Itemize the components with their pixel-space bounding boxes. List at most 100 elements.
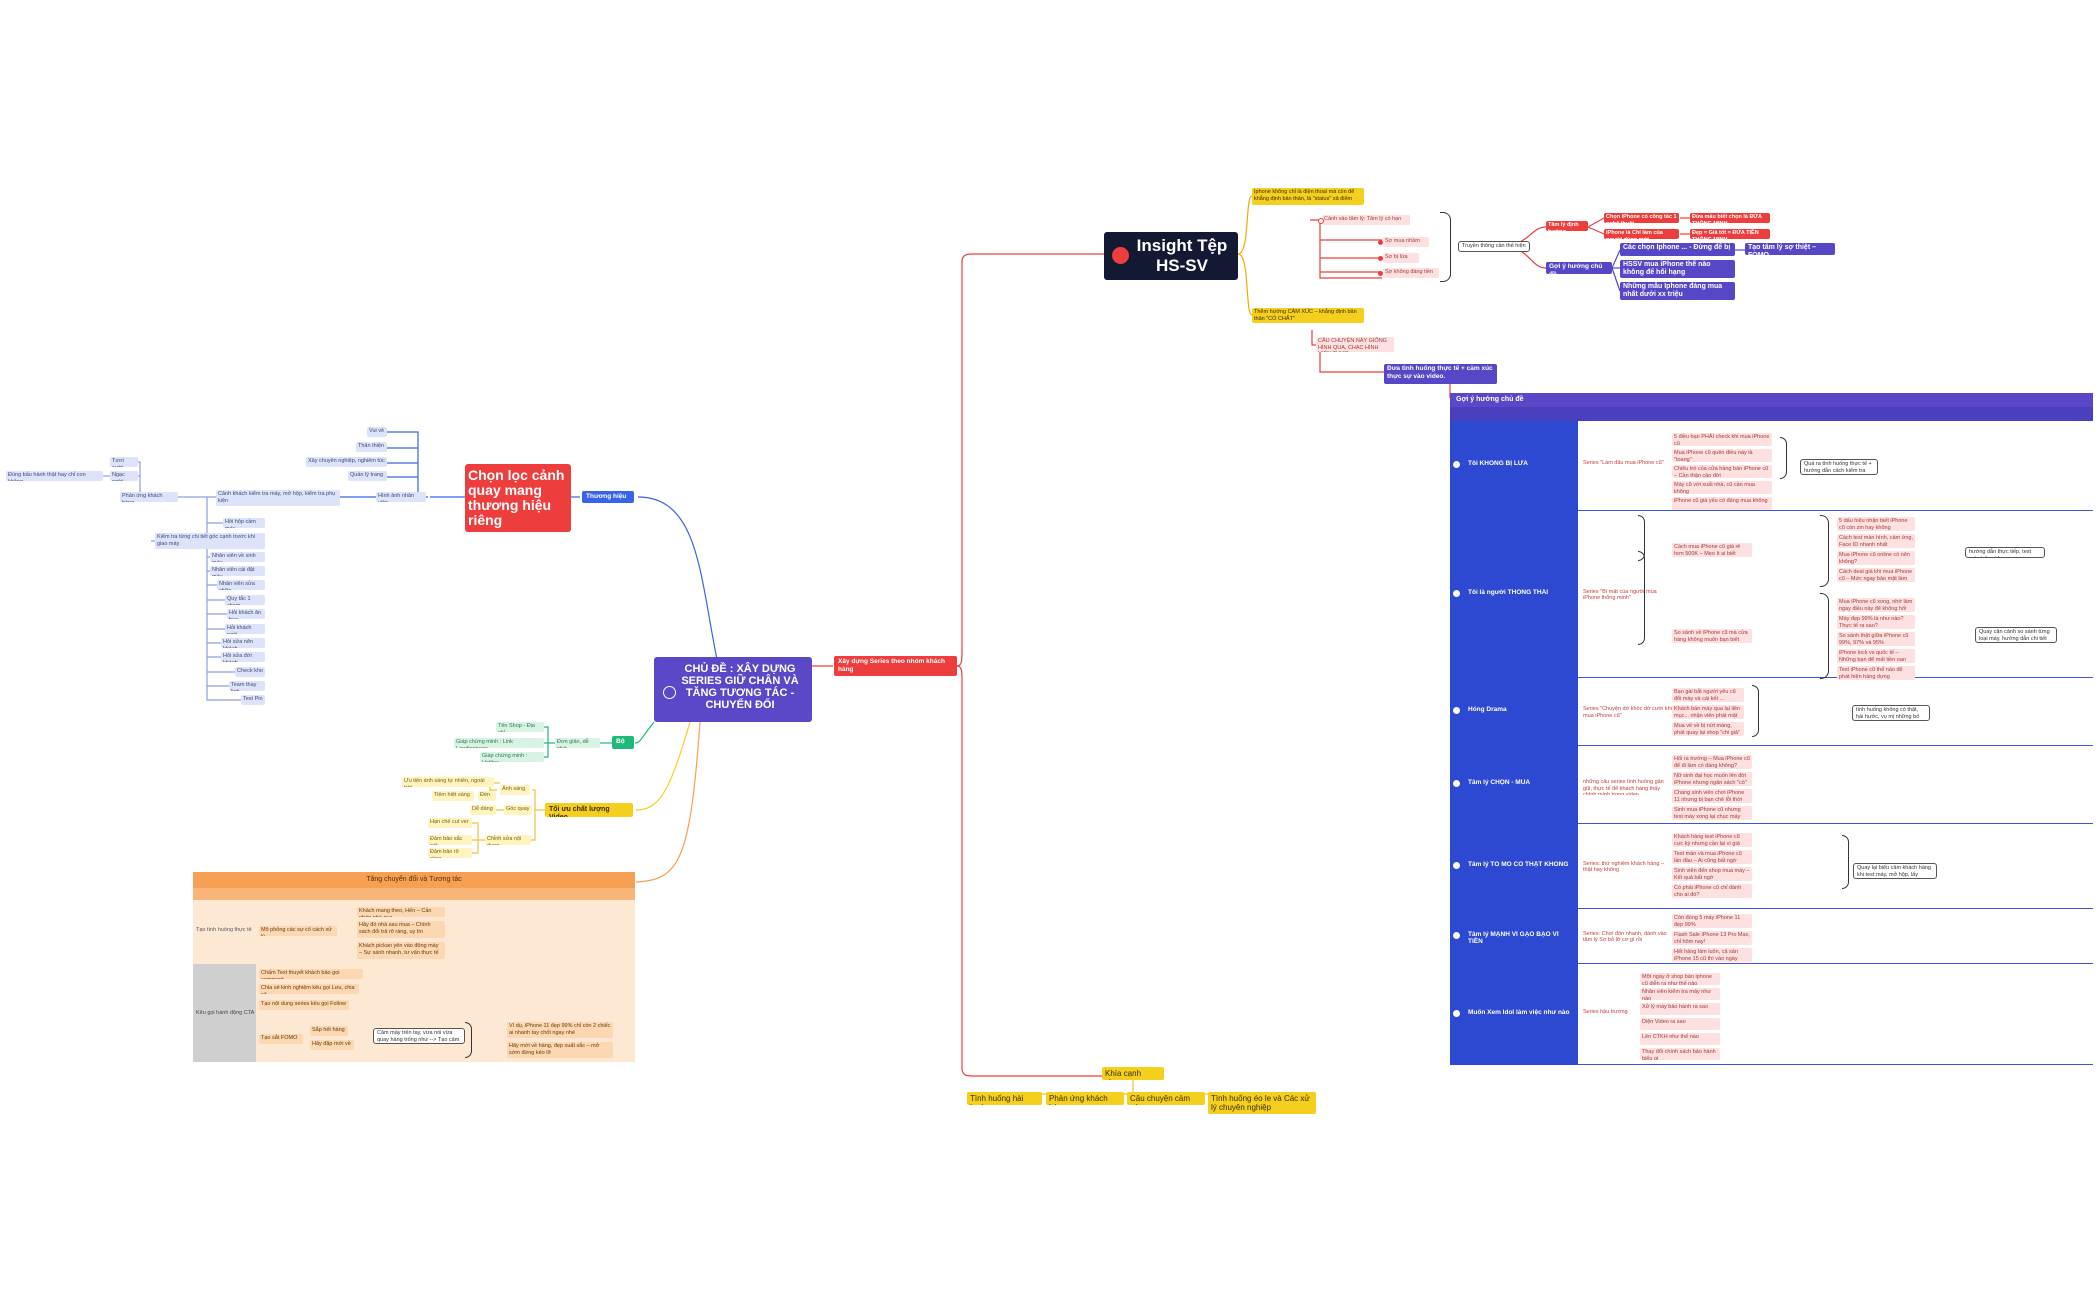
- row-sub: So sánh về iPhone cũ mà cửa hàng không m…: [1672, 629, 1752, 643]
- topic-table: Gợi ý hướng chủ đề Tôi KHÔNG BỊ LỪA Serie…: [1450, 393, 2093, 1065]
- row1-item: Khách mang theo, Hến – Cần pháp nhà gục: [357, 907, 445, 917]
- brand-list-item: Nhân viên sửa chữa: [217, 580, 265, 590]
- row-series: Series: thử nghiệm khách hàng – thật hay…: [1583, 860, 1665, 874]
- row-item: Test màn và mua iPhone cũ lần đầu – Ai c…: [1672, 850, 1752, 864]
- row-item: Chàng sinh viên chơi iPhone 11 nhưng bị …: [1672, 789, 1752, 803]
- row-note: hướng dẫn thực tiếp, test máy trên video: [1965, 547, 2045, 558]
- row-item: Flash Sale iPhone 13 Pro Max, chỉ hôm na…: [1672, 931, 1752, 945]
- fomo-note: Cảm máy trên tay, vừa nói vừa quay hàng …: [373, 1028, 465, 1044]
- row-item: Thay đổi chính sách bảo hành biểu gì: [1640, 1048, 1720, 1060]
- brand-list-item: Hỏi khách ăn bao: [227, 609, 265, 619]
- commons-title[interactable]: Khía cạnh chung: [1102, 1067, 1164, 1080]
- row-item: Một ngày ở shop bán iphone cũ diễn ra nh…: [1640, 973, 1720, 985]
- row-item: Mua iPhone cũ xong, nhớ làm ngay điều nà…: [1837, 598, 1915, 612]
- insight-g2: HSSV mua iPhone thế nào không để hối hạn…: [1620, 260, 1735, 278]
- row-label: Tôi là người THÔNG THÁI: [1468, 588, 1549, 596]
- brand-label[interactable]: Thương hiệu: [582, 491, 634, 503]
- tool-sub: Đơn giản, dễ nhớ: [555, 738, 600, 748]
- insight-c1-item: Sợ bị lừa: [1383, 253, 1419, 263]
- row-item: Hết hàng làm luôn, cả sản iPhone 15 cũ t…: [1672, 948, 1752, 962]
- check-icon: [1453, 861, 1460, 869]
- row-item: Nữ sinh đại học muốn lên đời iPhone nhưn…: [1672, 772, 1752, 786]
- brand-list-item: Nhân viên cài đặt máy: [210, 566, 265, 576]
- insight-r2b: Đẹp = Giá tốt = ĐỨA TIỀN THÔNG MINH: [1690, 229, 1770, 239]
- fomo-ex: Hãy mới về hàng, đẹp xuất sắc – mở sớm đ…: [507, 1042, 613, 1058]
- brace: [1820, 593, 1829, 679]
- goc-item: Đèn: [478, 791, 496, 801]
- central-topic[interactable]: CHỦ ĐỀ : XÂY DỰNG SERIES GIỮ CHÂN VÀ TĂN…: [654, 657, 812, 722]
- video-label[interactable]: Tối ưu chất lượng Video: [545, 803, 633, 817]
- conversion-table: Tăng chuyển đổi và Tương tác Tạo tình hu…: [193, 872, 635, 1062]
- goc-item: Ánh sáng: [500, 785, 530, 795]
- brace: [465, 1022, 472, 1058]
- insight-y1: Iphone không chỉ là điện thoại mà còn để…: [1252, 188, 1364, 205]
- commons-item[interactable]: Tình huống hài hước: [967, 1092, 1042, 1105]
- brand-list-item: Hồi hộp cầm máy: [223, 518, 265, 528]
- row-item: 5 điều bạn PHẢI check khi mua iPhone cũ: [1672, 433, 1772, 446]
- goi-y-huong: Gợi ý hướng chủ đề: [1546, 262, 1612, 274]
- brand-list-item: Kiểm tra từng chi tiết góc cạnh trước kh…: [155, 533, 265, 549]
- row-item: Máy cũ với xuất nhà, cũ cần mua không: [1672, 481, 1772, 494]
- commons-item[interactable]: Tình huống éo le và Các xử lý chuyên ngh…: [1208, 1092, 1316, 1114]
- row1-item: Khách pickan yên vào động máy – Sự sánh …: [357, 942, 445, 959]
- row-item: Diện Video ra sao: [1640, 1018, 1720, 1030]
- brand-item: Xây chuyên nghiệp, nghiêm túc: [306, 457, 387, 467]
- row-note: Quay cận cảnh so sánh từng loại máy, hướ…: [1975, 627, 2057, 643]
- row-label: Tâm lý CHỌN - MUA: [1468, 779, 1531, 786]
- row-label: Hóng Drama: [1468, 706, 1507, 713]
- brand-list-item: Test Pin: [241, 695, 265, 705]
- row-sub: Cách mua iPhone cũ giá rẻ hơn 500K – Mẹo…: [1672, 543, 1752, 557]
- row-item: 5 dấu hiệu nhận biết iPhone cũ còn zin h…: [1837, 517, 1915, 531]
- row-item: Khách bán máy qua lại liên mục... nhận v…: [1672, 705, 1744, 719]
- row2-item: Tạo nội dung series kêu gọi Follow: [259, 1000, 349, 1010]
- row-item: iPhone cũ giá yếu có đáng mua không: [1672, 497, 1772, 510]
- brace: [1752, 685, 1759, 737]
- row2-item: Chấm Text thuyết khách bảo gọi comment: [259, 969, 363, 979]
- table-header: Gợi ý hướng chủ đề: [1450, 393, 2093, 407]
- row-series: những câu series tình huống gần gũi, thự…: [1583, 779, 1664, 795]
- brand-list-item: Team thay linh: [229, 681, 265, 691]
- series-branch[interactable]: Xây dựng Series theo nhóm khách hàng: [834, 656, 957, 676]
- table-header-strip: [1450, 407, 2093, 421]
- circle-icon: [1318, 218, 1324, 224]
- brand-list-item: Quy tắc 1 chạm: [225, 595, 265, 605]
- insight-r1: Chọn iPhone có công tác 1 nghệ thuật: [1604, 213, 1679, 223]
- de-dang: Dễ dàng: [470, 805, 496, 815]
- row2-item: Tạo sắt FOMO: [259, 1034, 303, 1044]
- tam-ly-dinh-huong: Tâm lý định hướng: [1546, 221, 1588, 231]
- insight-g1: Các chọn Iphone ... - Đừng để bị ...: [1620, 243, 1735, 256]
- fomo-item: Hãy đặp mới về: [310, 1040, 354, 1050]
- tool-label[interactable]: Bộ: [612, 736, 634, 749]
- check-icon: [1378, 271, 1383, 276]
- row-label: Tâm lý TÒ MÒ CÓ THẬT KHÔNG: [1468, 860, 1569, 868]
- left-table-row1-label: Tạo tình huống thực tế: [196, 927, 252, 933]
- chinh-sua: Chỉnh sửa nội dung: [485, 835, 531, 845]
- commons-item[interactable]: Câu chuyện cảm xúc: [1127, 1092, 1205, 1105]
- brand-item: Thân thiện: [356, 442, 387, 452]
- tool-item: Tên Shop - Địa chỉ: [496, 722, 544, 732]
- goc-quay: Góc quay: [504, 805, 532, 815]
- row-item: Khách hàng test iPhone cũ cực kỳ nhưng c…: [1672, 833, 1752, 847]
- insight-y2: Thêm hướng CẢM XÚC – khẳng định bản thân…: [1252, 308, 1364, 323]
- row-label: Tâm lý MẠNH VÌ GẠO BẠO VÌ TIỀN: [1468, 930, 1559, 945]
- row-label: Tôi KHÔNG BỊ LỪA: [1468, 460, 1528, 467]
- row-item: Mua về về bị nứt màng, phát quay lại sho…: [1672, 722, 1744, 736]
- row-item: Mua iPhone cũ online có nên không?: [1837, 551, 1915, 565]
- row-item: Xử lý máy bảo hành ra sao: [1640, 1003, 1720, 1015]
- brand-title[interactable]: Chọn lọc cảnh quay mang thương hiệu riên…: [465, 464, 571, 532]
- phan-ung-item: Ngạc ngời: [110, 471, 138, 481]
- plus-icon: [663, 686, 676, 699]
- table-row: [1578, 511, 2093, 678]
- central-title: CHỦ ĐỀ : XÂY DỰNG SERIES GIỮ CHÂN VÀ TĂN…: [681, 663, 799, 711]
- row-item: Cách deal giá khi mua iPhone cũ – Mức ng…: [1837, 568, 1915, 582]
- commons-item[interactable]: Phản ứng khách hàng: [1046, 1092, 1124, 1105]
- row-item: Chiêu trò của cửa hàng bán iPhone cũ – C…: [1672, 465, 1772, 478]
- insight-c1: Cảnh vào tâm lý: Tâm lý có hạn: [1322, 215, 1410, 225]
- insight-r2: iPhone là Chỉ làm của người dùng mới: [1604, 229, 1679, 239]
- row-item: Cách test màn hình, cảm ứng, Face ID nha…: [1837, 534, 1915, 548]
- table-col: [1450, 421, 1578, 1065]
- row2-item: Chia sẻ kinh nghiệm kêu gọi Lưu, chia sẻ: [259, 984, 359, 994]
- left-table-row2-col: [193, 964, 256, 1062]
- row-series: Series: Chơi đồn nhanh, dành vào tâm lý …: [1583, 930, 1667, 944]
- insight-title[interactable]: Insight Tệp HS-SV: [1104, 232, 1238, 280]
